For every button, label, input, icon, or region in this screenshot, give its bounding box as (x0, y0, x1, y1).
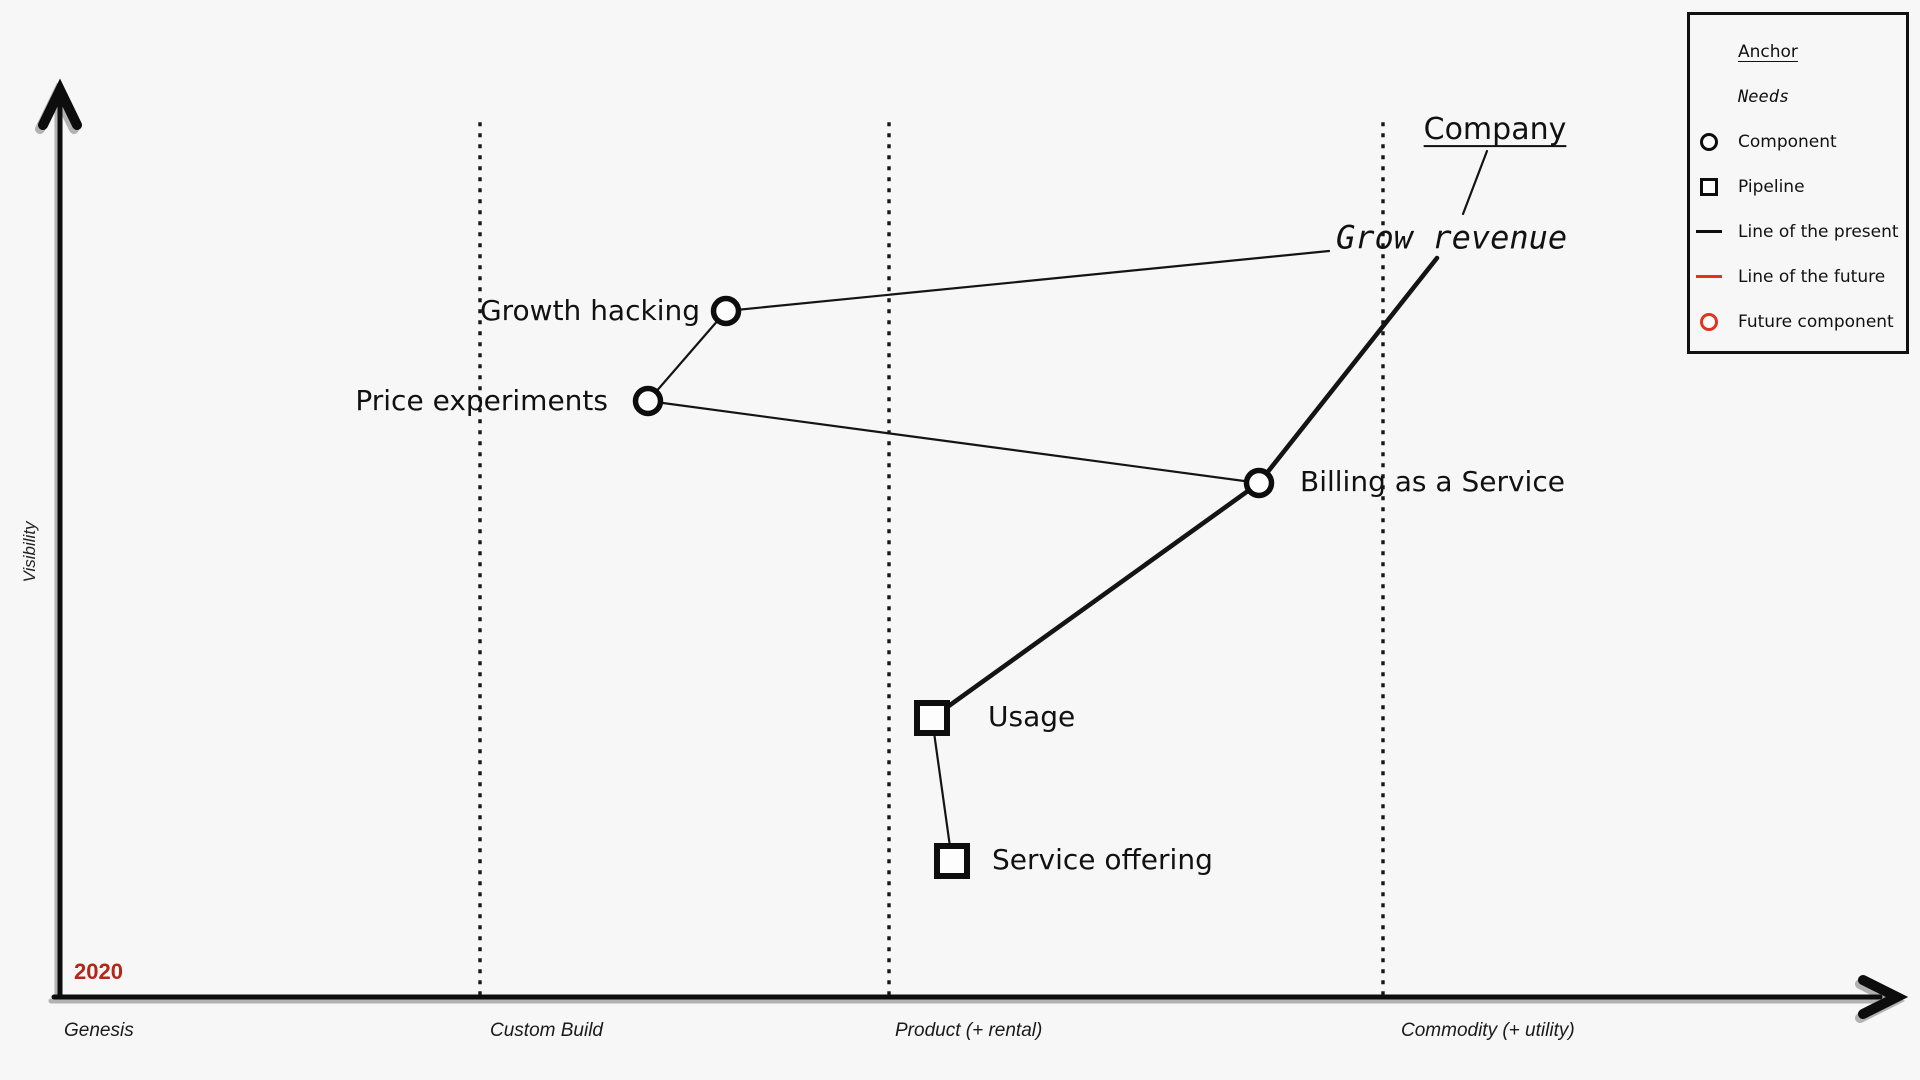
stage-label-custom-build: Custom Build (490, 1020, 603, 1041)
nodes (632, 295, 1275, 879)
axes (38, 78, 1909, 1019)
growth-hacking-label: Growth hacking (479, 294, 700, 328)
x-axis-arrow-icon (1858, 975, 1909, 1019)
legend-row-anchor: Anchor (1696, 29, 1906, 74)
legend-label-component: Component (1738, 131, 1837, 152)
y-axis-label: Visibility (20, 521, 39, 583)
legend-row-line-present: Line of the present (1696, 209, 1906, 254)
legend-empty-icon (1696, 39, 1722, 65)
legend-row-line-future: Line of the future (1696, 254, 1906, 299)
usage-label: Usage (988, 700, 1076, 734)
link-billing-as-a-service--usage (929, 480, 1262, 721)
legend-label-anchor: Anchor (1738, 41, 1798, 62)
stage-label-commodity-utility: Commodity (+ utility) (1401, 1020, 1575, 1041)
legend-row-future-component: Future component (1696, 299, 1906, 344)
link-price-experiments--growth-hacking (646, 309, 728, 403)
year-label: 2020 (74, 959, 123, 984)
price-experiments-label: Price experiments (355, 384, 608, 418)
legend-label-future-component: Future component (1738, 311, 1894, 332)
link-growth-hacking--grow-revenue (724, 249, 1331, 313)
y-axis-arrow-icon (38, 78, 82, 130)
legend-row-pipeline: Pipeline (1696, 164, 1906, 209)
legend-label-needs: Needs (1738, 86, 1790, 107)
service-offering-node (934, 843, 970, 879)
legend-row-component: Component (1696, 119, 1906, 164)
link-company--grow-revenue (1461, 149, 1489, 216)
stage-label-genesis: Genesis (64, 1020, 134, 1041)
legend-label-pipeline: Pipeline (1738, 176, 1805, 197)
price-experiments-node (632, 385, 664, 417)
future-component-circle-icon (1696, 309, 1722, 335)
legend-label-line-present: Line of the present (1738, 221, 1899, 242)
grow-revenue-label: Grow revenue (1336, 218, 1568, 257)
legend-empty-icon (1696, 84, 1722, 110)
link-usage--service-offering (930, 716, 954, 863)
legend-row-needs: Needs (1696, 74, 1906, 119)
growth-hacking-node (710, 295, 742, 327)
legend-label-line-future: Line of the future (1738, 266, 1886, 287)
link-price-experiments--billing-as-a-service (646, 399, 1261, 485)
line-present-icon (1696, 219, 1722, 245)
pipeline-square-icon (1696, 174, 1722, 200)
component-circle-icon (1696, 129, 1722, 155)
service-offering-label: Service offering (992, 843, 1213, 877)
links (646, 149, 1489, 863)
company-label: Company (1423, 112, 1567, 148)
billing-as-a-service-node (1243, 467, 1275, 499)
legend: Anchor Needs Component Pipeline Line of … (1687, 12, 1909, 354)
billing-as-a-service-label: Billing as a Service (1300, 465, 1565, 499)
line-future-icon (1696, 264, 1722, 290)
link-grow-revenue--billing-as-a-service (1256, 255, 1440, 486)
stage-boundaries (478, 122, 1385, 997)
usage-node (914, 700, 950, 736)
stage-label-product-rental: Product (+ rental) (895, 1020, 1043, 1041)
